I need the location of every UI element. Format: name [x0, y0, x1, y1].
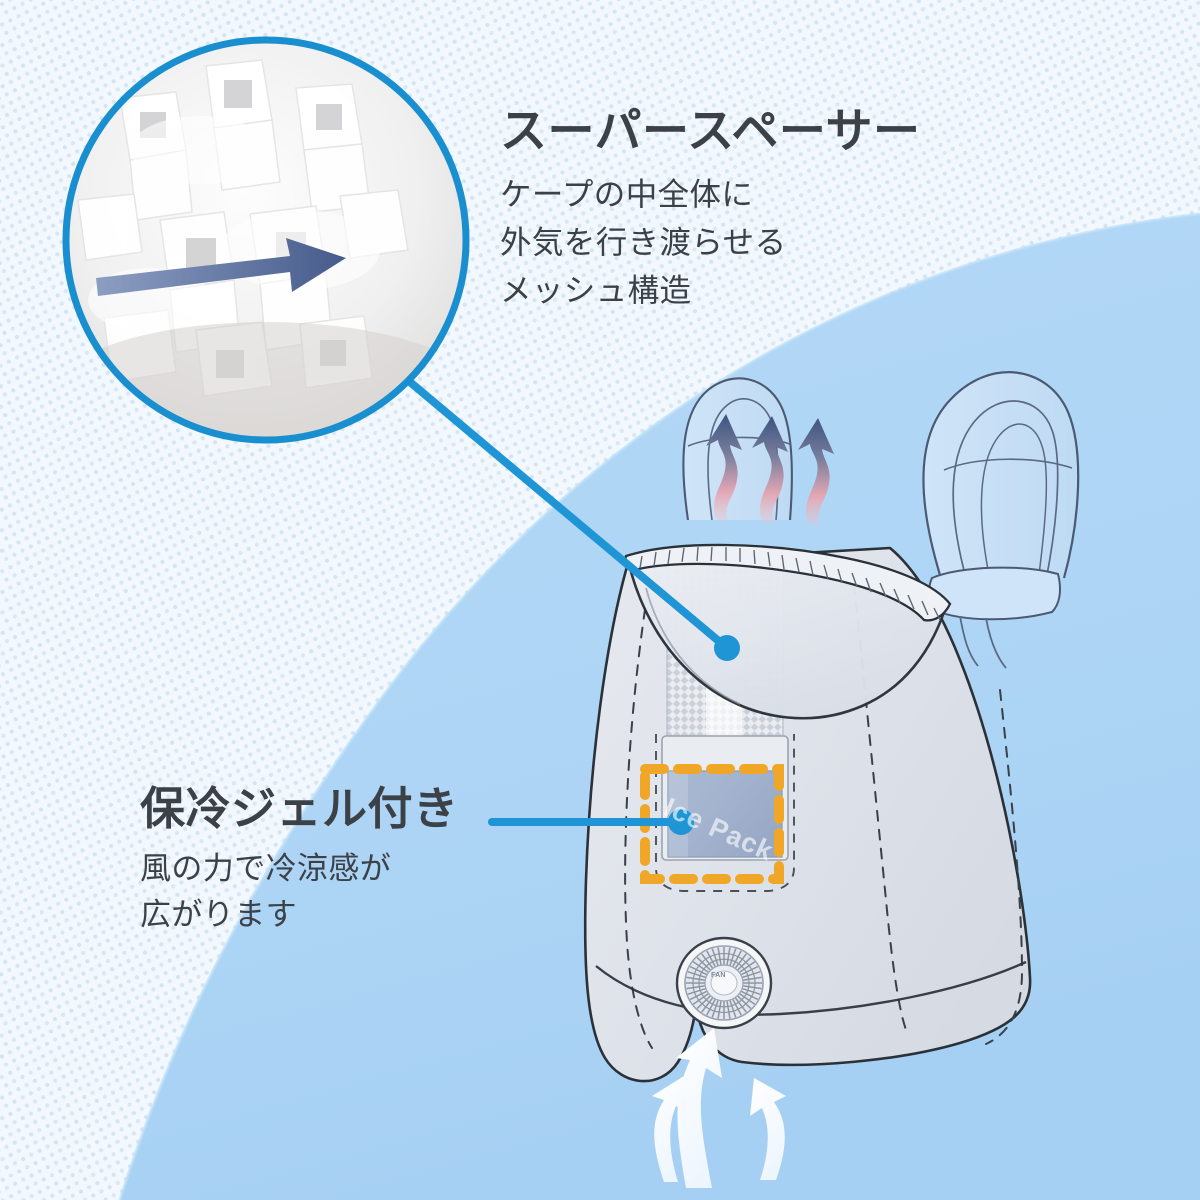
spacer-photo [69, 43, 463, 437]
intake-arrow-center [676, 1028, 722, 1188]
description-line: 広がります [140, 897, 297, 933]
description-line: 外気を行き渡らせる [500, 223, 787, 260]
exhaust-arrow [706, 414, 742, 522]
callout-super-spacer: スーパースペーサー ケープの中全体に 外気を行き渡らせる メッシュ構造 [500, 104, 970, 315]
leader-dot-super-spacer [714, 635, 740, 661]
exhaust-arrow [798, 418, 834, 526]
leader-line-super-spacer [400, 373, 731, 652]
leader-lines [400, 373, 740, 835]
leader-dot-cooling-gel [668, 809, 694, 835]
magnifier-ring [62, 36, 470, 444]
description-line: 風の力で冷涼感が [140, 850, 392, 886]
fan-hub-text: FAN [711, 972, 726, 979]
magnifier-callout [62, 36, 470, 444]
collar-ribbing [639, 546, 941, 621]
super-spacer-description: ケープの中全体に 外気を行き渡らせる メッシュ構造 [500, 171, 970, 315]
intake-arrow-left [652, 1076, 688, 1182]
fan-grille [686, 946, 762, 1020]
hood-collar [624, 543, 952, 720]
description-line: メッシュ構造 [500, 271, 692, 308]
intake-arrow-right [750, 1078, 786, 1180]
cooling-gel-description: 風の力で冷涼感が 広がります [140, 846, 570, 939]
callout-cooling-gel: 保冷ジェル付き 風の力で冷涼感が 広がります [140, 783, 570, 939]
shoulder-straps [682, 371, 1080, 669]
cooling-gel-title: 保冷ジェル付き [140, 783, 459, 834]
super-spacer-title: スーパースペーサー [500, 104, 921, 157]
warm-air-exhaust-arrows [706, 414, 834, 526]
spacer-airflow-arrow [96, 238, 346, 296]
fresh-air-intake-arrows [652, 1028, 786, 1188]
cooling-fan-unit [675, 936, 773, 1030]
description-line: ケープの中全体に [500, 175, 754, 212]
blue-sweep-edge [118, 212, 1200, 1200]
exhaust-arrow [752, 416, 788, 524]
